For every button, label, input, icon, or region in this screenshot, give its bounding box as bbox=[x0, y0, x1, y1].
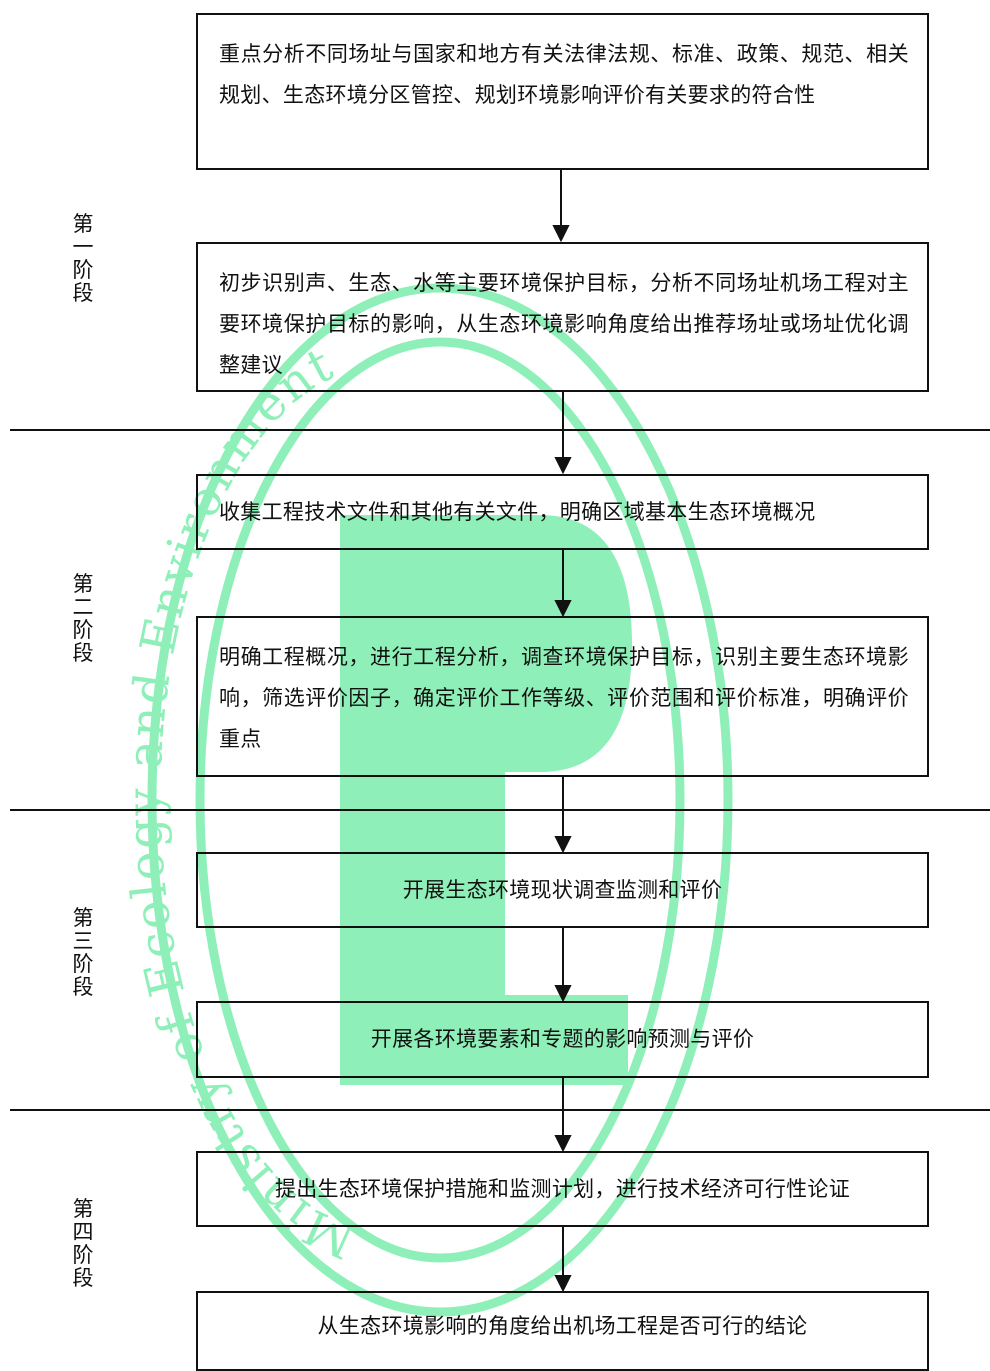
step-box-3: 收集工程技术文件和其他有关文件，明确区域基本生态环境概况 bbox=[196, 474, 929, 550]
arrow-head-5-6 bbox=[554, 985, 572, 1003]
stage-divider-2 bbox=[10, 809, 990, 811]
arrow-head-7-8 bbox=[554, 1275, 572, 1293]
step-box-8: 从生态环境影响的角度给出机场工程是否可行的结论 bbox=[196, 1291, 929, 1371]
step-box-4: 明确工程概况，进行工程分析，调查环境保护目标，识别主要生态环境影响，筛选评价因子… bbox=[196, 616, 929, 777]
arrow-head-3-4 bbox=[554, 600, 572, 618]
arrow-head-1-2 bbox=[552, 225, 570, 243]
arrow-head-2-3 bbox=[554, 457, 572, 475]
stage-label-3: 第三阶段 bbox=[72, 906, 94, 999]
arrow-head-6-7 bbox=[554, 1135, 572, 1153]
step-box-6: 开展各环境要素和专题的影响预测与评价 bbox=[196, 1001, 929, 1078]
stage-label-2: 第二阶段 bbox=[72, 572, 94, 665]
step-box-5: 开展生态环境现状调查监测和评价 bbox=[196, 852, 929, 928]
stage-label-1: 第一阶段 bbox=[72, 212, 94, 305]
arrow-head-4-5 bbox=[554, 836, 572, 854]
step-box-7: 提出生态环境保护措施和监测计划，进行技术经济可行性论证 bbox=[196, 1151, 929, 1227]
stage-label-4: 第四阶段 bbox=[72, 1197, 94, 1290]
stage-divider-3 bbox=[10, 1109, 990, 1111]
step-box-1: 重点分析不同场址与国家和地方有关法律法规、标准、政策、规范、相关规划、生态环境分… bbox=[196, 13, 929, 170]
stage-divider-1 bbox=[10, 429, 990, 431]
step-box-2: 初步识别声、生态、水等主要环境保护目标，分析不同场址机场工程对主要环境保护目标的… bbox=[196, 242, 929, 392]
